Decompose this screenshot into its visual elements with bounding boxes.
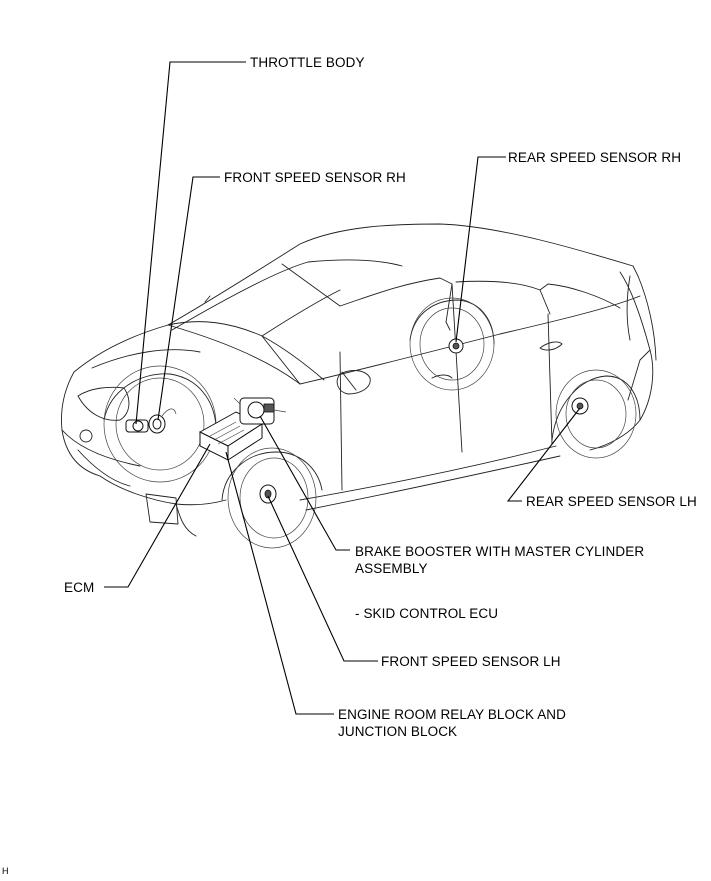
side-mirror — [336, 370, 371, 395]
label-front-speed-sensor-rh: FRONT SPEED SENSOR RH — [224, 169, 406, 186]
label-rear-speed-sensor-lh: REAR SPEED SENSOR LH — [526, 493, 697, 510]
footer-code: H — [2, 866, 9, 876]
label-rear-speed-sensor-lh-text: REAR SPEED SENSOR LH — [526, 494, 697, 509]
component-front-speed-sensor-rh — [148, 408, 177, 434]
leader-throttle-body — [135, 61, 246, 425]
leader-lines — [104, 61, 581, 715]
leader-rear-speed-sensor-rh — [455, 156, 506, 343]
rear-wheel-arch-lh — [551, 375, 641, 441]
label-throttle-body: THROTTLE BODY — [250, 54, 365, 71]
label-ecm-text: ECM — [64, 580, 95, 595]
vehicle-outline — [61, 223, 657, 537]
leader-brake-booster — [259, 415, 350, 551]
leader-front-speed-sensor-rh — [157, 176, 220, 421]
rear-wheel-lh — [555, 369, 637, 459]
wheels — [103, 297, 637, 549]
label-rear-speed-sensor-rh: REAR SPEED SENSOR RH — [508, 149, 681, 166]
component-brake-booster — [233, 397, 287, 425]
component-rear-speed-sensor-rh — [448, 338, 464, 354]
label-throttle-body-text: THROTTLE BODY — [250, 55, 365, 70]
label-brake-booster-line1: BRAKE BOOSTER WITH MASTER CYLINDER — [355, 544, 645, 559]
label-engine-room-relay-block: ENGINE ROOM RELAY BLOCK AND JUNCTION BLO… — [338, 706, 566, 740]
label-engine-room-line1: ENGINE ROOM RELAY BLOCK AND — [338, 707, 567, 722]
belt-line — [299, 295, 641, 385]
front-wheel-arch-lh — [221, 451, 323, 501]
label-ecm: ECM — [64, 579, 94, 596]
component-rear-speed-sensor-lh — [571, 397, 589, 415]
component-front-speed-sensor-lh — [259, 484, 277, 504]
component-throttle-body — [125, 419, 163, 433]
headlight — [77, 386, 130, 421]
leader-rear-speed-sensor-lh — [506, 407, 581, 502]
label-skid-control-ecu: - SKID CONTROL ECU — [355, 605, 498, 622]
front-wheel-lh — [227, 447, 317, 549]
label-rear-speed-sensor-rh-text: REAR SPEED SENSOR RH — [508, 150, 682, 165]
front-fascia — [61, 371, 101, 477]
leader-engine-room-relay — [225, 451, 334, 715]
fog-light — [79, 429, 93, 443]
label-brake-booster-line2: ASSEMBLY — [355, 561, 428, 576]
roof-line — [167, 223, 634, 326]
rear-wheel-arch-rh — [409, 299, 495, 345]
label-engine-room-line2: JUNCTION BLOCK — [338, 724, 458, 739]
leader-front-speed-sensor-lh — [267, 495, 378, 662]
label-front-speed-sensor-lh-text: FRONT SPEED SENSOR LH — [381, 654, 561, 669]
label-skid-control-ecu-text: - SKID CONTROL ECU — [355, 606, 499, 621]
rocker — [299, 445, 557, 501]
leader-ecm — [104, 443, 211, 588]
label-brake-booster: BRAKE BOOSTER WITH MASTER CYLINDER ASSEM… — [355, 543, 644, 577]
label-front-speed-sensor-lh: FRONT SPEED SENSOR LH — [381, 653, 561, 670]
hood — [73, 321, 325, 381]
label-front-speed-sensor-rh-text: FRONT SPEED SENSOR RH — [224, 170, 406, 185]
rear-wheel-rh — [409, 297, 495, 391]
